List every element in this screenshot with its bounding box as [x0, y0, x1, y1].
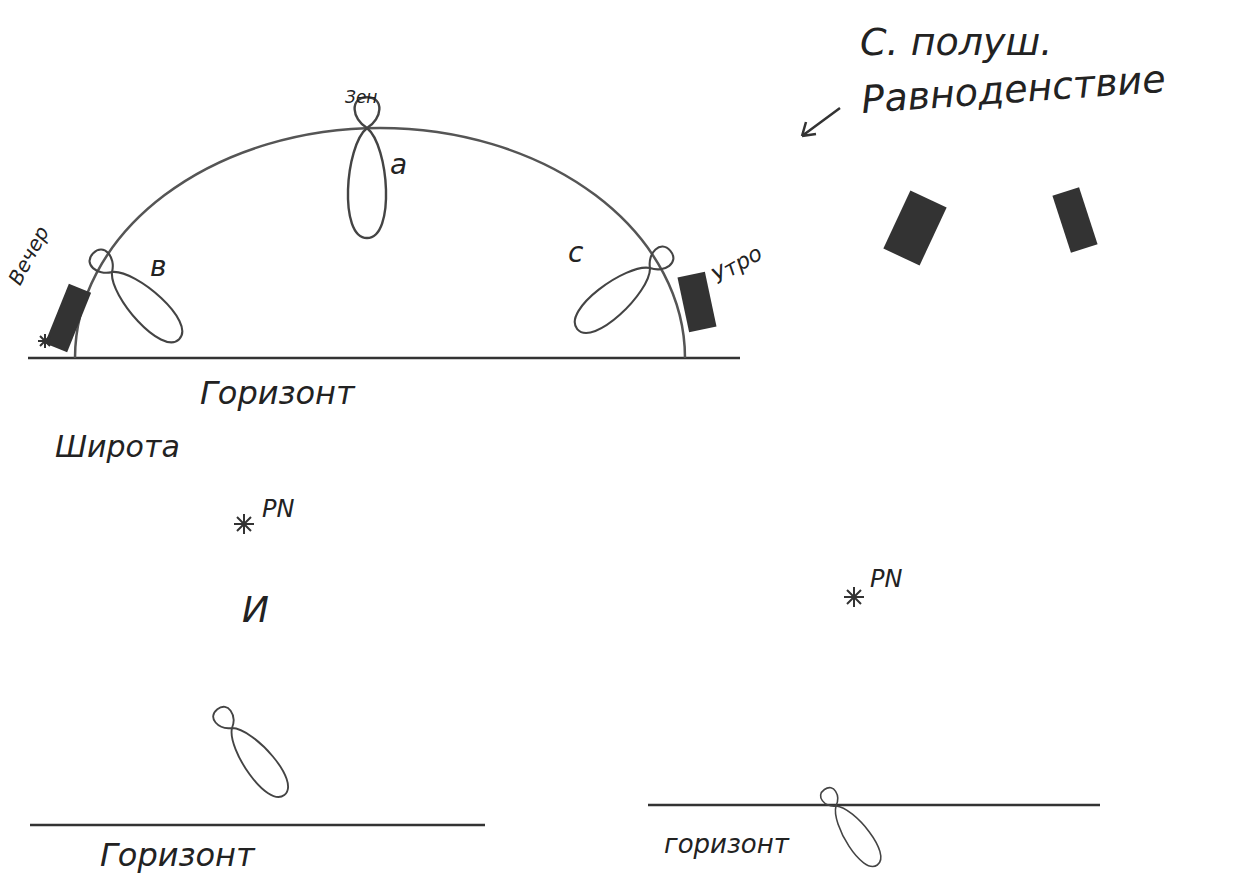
horizon-label: Горизонт: [200, 376, 355, 411]
horizon-label: Горизонт: [100, 838, 255, 873]
morning-label: Утро: [708, 241, 767, 289]
analemma: [206, 700, 296, 804]
star: [38, 334, 52, 348]
horizon-label: горизонт: [664, 830, 789, 859]
star: [844, 587, 864, 607]
analemma: [814, 782, 887, 872]
shaded-block: [677, 272, 716, 333]
horizon-line: [648, 804, 1100, 807]
pointer-arrow: [802, 108, 840, 136]
equinox-label: Равноденствие: [860, 59, 1167, 122]
horizon-line: [28, 357, 740, 360]
pole-label: PN: [262, 496, 294, 522]
marker-label: И: [242, 590, 269, 630]
point-label: в: [150, 252, 167, 283]
sky-arc: [75, 128, 685, 358]
hemisphere-label: С. полуш.: [860, 22, 1052, 64]
shaded-block: [1052, 187, 1097, 253]
point-label: с: [568, 238, 583, 269]
latitude-label: Широта: [55, 430, 180, 463]
point-label: a: [390, 150, 407, 181]
analemma: [348, 97, 386, 238]
analemma: [82, 242, 191, 351]
zenith-label: Зен: [345, 88, 377, 107]
pole-label: PN: [870, 566, 902, 592]
shaded-block: [883, 191, 946, 266]
horizon-line: [30, 824, 485, 827]
analemma: [567, 238, 681, 341]
evening-label: Вечер: [4, 223, 53, 289]
star: [234, 514, 254, 534]
